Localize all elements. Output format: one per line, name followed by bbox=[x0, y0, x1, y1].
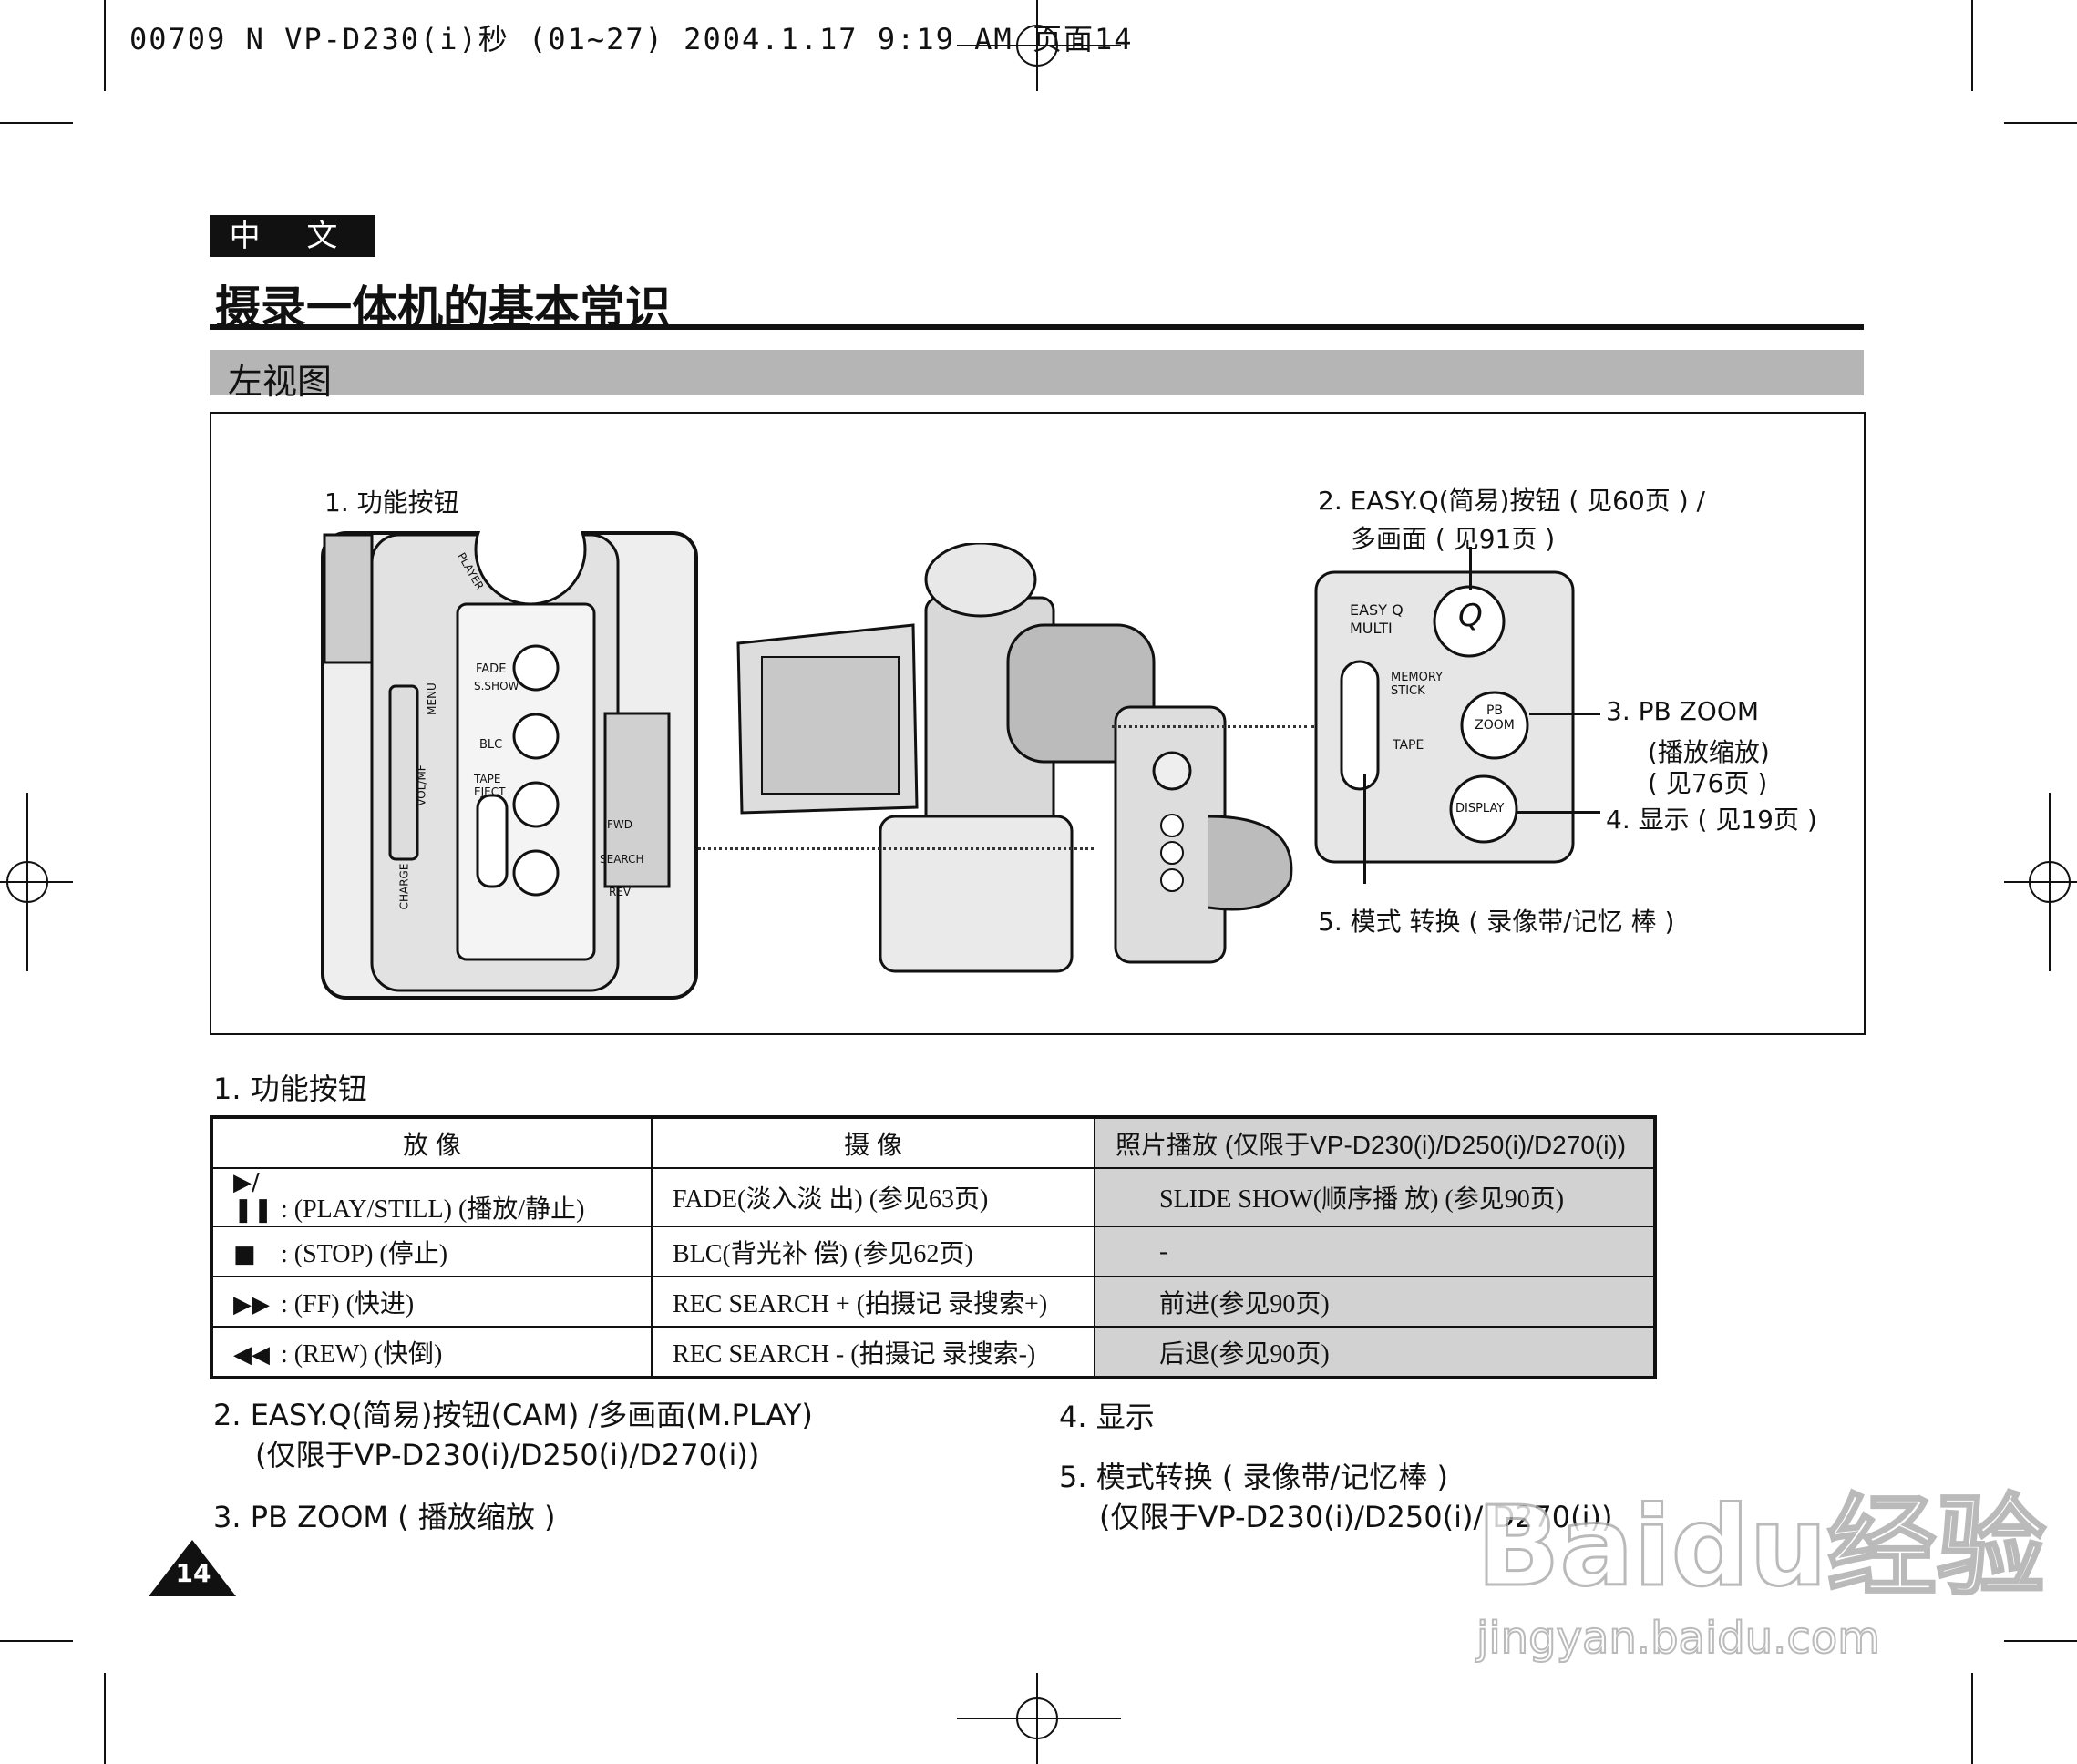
cell-photo: - bbox=[1094, 1226, 1656, 1277]
search-label: SEARCH bbox=[600, 853, 644, 866]
col-header-photo: 照片播放 (仅限于VP-D230(i)/D250(i)/D270(i)) bbox=[1094, 1116, 1656, 1169]
table-row: ■: (STOP) (停止) BLC(背光补 偿) (参见62页) - bbox=[211, 1226, 1656, 1277]
table-row: ▶/❚❚: (PLAY/STILL) (播放/静止) FADE(淡入淡 出) (… bbox=[211, 1167, 1656, 1227]
baidu-watermark-logo: Baidu经验 bbox=[1475, 1483, 2048, 1613]
vol-mf-label: VOL/MF bbox=[415, 764, 428, 806]
callout-mode-switch: 5. 模式 转换 ( 录像带/记忆 棒 ) bbox=[1318, 907, 1675, 937]
fast-forward-icon: ▶▶ bbox=[233, 1290, 270, 1318]
cell-play: ■: (STOP) (停止) bbox=[211, 1226, 653, 1277]
note-4: 4. 显示 bbox=[1059, 1400, 1155, 1434]
memory-stick-label: MEMORY STICK bbox=[1391, 671, 1444, 698]
note-2-line1: 2. EASY.Q(简易)按钮(CAM) /多画面(M.PLAY) bbox=[213, 1398, 813, 1432]
menu-label: MENU bbox=[425, 682, 438, 715]
q-icon: Q bbox=[1458, 598, 1483, 634]
cell-play: ◀◀: (REW) (快倒) bbox=[211, 1326, 653, 1379]
leader-line-right bbox=[1112, 725, 1314, 728]
callout-line-display bbox=[1517, 811, 1600, 814]
callout-display: 4. 显示 ( 见19页 ) bbox=[1606, 805, 1817, 835]
col-header-camera: 摄 像 bbox=[651, 1116, 1095, 1169]
stop-icon: ■ bbox=[233, 1240, 256, 1268]
display-button-label: DISPLAY bbox=[1455, 802, 1505, 815]
charge-label: CHARGE bbox=[397, 863, 411, 910]
cell-photo: SLIDE SHOW(顺序播 放) (参见90页) bbox=[1094, 1167, 1656, 1227]
note-3: 3. PB ZOOM ( 播放缩放 ) bbox=[213, 1500, 556, 1534]
multi-label: MULTI bbox=[1350, 620, 1393, 637]
easyq-panel-illustration bbox=[1314, 570, 1575, 864]
fwd-label: FWD bbox=[607, 818, 633, 831]
language-badge: 中 文 bbox=[210, 215, 375, 257]
print-header: 00709 N VP-D230(i)秒 (01~27) 2004.1.17 9:… bbox=[129, 22, 1134, 56]
note-5-line1: 5. 模式转换 ( 录像带/记忆棒 ) bbox=[1059, 1460, 1448, 1494]
table-row: ◀◀: (REW) (快倒) REC SEARCH - (拍摄记 录搜索-) 后… bbox=[211, 1326, 1656, 1379]
col-header-playback: 放 像 bbox=[211, 1116, 653, 1169]
callout-line-easyq bbox=[1469, 547, 1472, 590]
fade-label: FADE bbox=[476, 662, 507, 676]
cell-play: ▶▶: (FF) (快进) bbox=[211, 1276, 653, 1328]
camcorder-figure bbox=[210, 412, 1866, 1035]
sshow-label: S.SHOW bbox=[474, 680, 519, 692]
function-buttons-heading: 1. 功能按钮 bbox=[213, 1072, 367, 1106]
function-buttons-table: 放 像 摄 像 照片播放 (仅限于VP-D230(i)/D250(i)/D270… bbox=[210, 1115, 1657, 1379]
easyq-label: EASY Q bbox=[1350, 601, 1404, 619]
cell-photo: 前进(参见90页) bbox=[1094, 1276, 1656, 1328]
section-bar bbox=[210, 350, 1864, 395]
note-2-line2: (仅限于VP-D230(i)/D250(i)/D270(i)) bbox=[255, 1438, 760, 1472]
camcorder-illustration bbox=[736, 543, 1293, 973]
note-5-line2: (仅限于VP-D230(i)/D250(i)/ D270(i)) bbox=[1099, 1500, 1613, 1534]
callout-pb-zoom: 3. PB ZOOM bbox=[1606, 696, 1760, 726]
cell-play: ▶/❚❚: (PLAY/STILL) (播放/静止) bbox=[211, 1167, 653, 1227]
rewind-icon: ◀◀ bbox=[233, 1340, 270, 1369]
page-number-triangle bbox=[149, 1540, 236, 1596]
callout-pb-zoom-page: ( 见76页 ) bbox=[1648, 768, 1768, 798]
baidu-watermark-url: jingyan.baidu.com bbox=[1475, 1612, 1881, 1665]
cell-cam: BLC(背光补 偿) (参见62页) bbox=[651, 1226, 1095, 1277]
cell-photo: 后退(参见90页) bbox=[1094, 1326, 1656, 1379]
rev-label: REV bbox=[609, 886, 632, 898]
table-header-row: 放 像 摄 像 照片播放 (仅限于VP-D230(i)/D250(i)/D270… bbox=[211, 1116, 1656, 1169]
function-button-panel-illustration bbox=[321, 531, 698, 1000]
pb-zoom-button-label: PB ZOOM bbox=[1475, 703, 1515, 733]
title-rule bbox=[210, 324, 1864, 330]
callout-line-mode bbox=[1363, 774, 1366, 884]
tape-label: TAPE bbox=[1393, 738, 1424, 753]
table-row: ▶▶: (FF) (快进) REC SEARCH + (拍摄记 录搜索+) 前进… bbox=[211, 1276, 1656, 1328]
callout-easyq: 2. EASY.Q(简易)按钮 ( 见60页 ) / bbox=[1318, 486, 1705, 516]
cell-cam: FADE(淡入淡 出) (参见63页) bbox=[651, 1167, 1095, 1227]
callout-line-pbzoom bbox=[1529, 713, 1600, 715]
section-heading: 左视图 bbox=[228, 362, 333, 402]
cell-cam: REC SEARCH - (拍摄记 录搜索-) bbox=[651, 1326, 1095, 1379]
leader-line-left bbox=[698, 847, 1094, 850]
tape-eject-label: TAPE EJECT bbox=[474, 773, 506, 798]
play-pause-icon: ▶/❚❚ bbox=[233, 1169, 273, 1224]
callout-multi: 多画面 ( 见91页 ) bbox=[1351, 524, 1556, 554]
callout-pb-zoom-cn: (播放缩放) bbox=[1648, 737, 1770, 767]
cell-cam: REC SEARCH + (拍摄记 录搜索+) bbox=[651, 1276, 1095, 1328]
callout-function-buttons: 1. 功能按钮 bbox=[324, 487, 459, 518]
blc-label: BLC bbox=[479, 738, 503, 752]
page-number: 14 bbox=[175, 1558, 211, 1588]
